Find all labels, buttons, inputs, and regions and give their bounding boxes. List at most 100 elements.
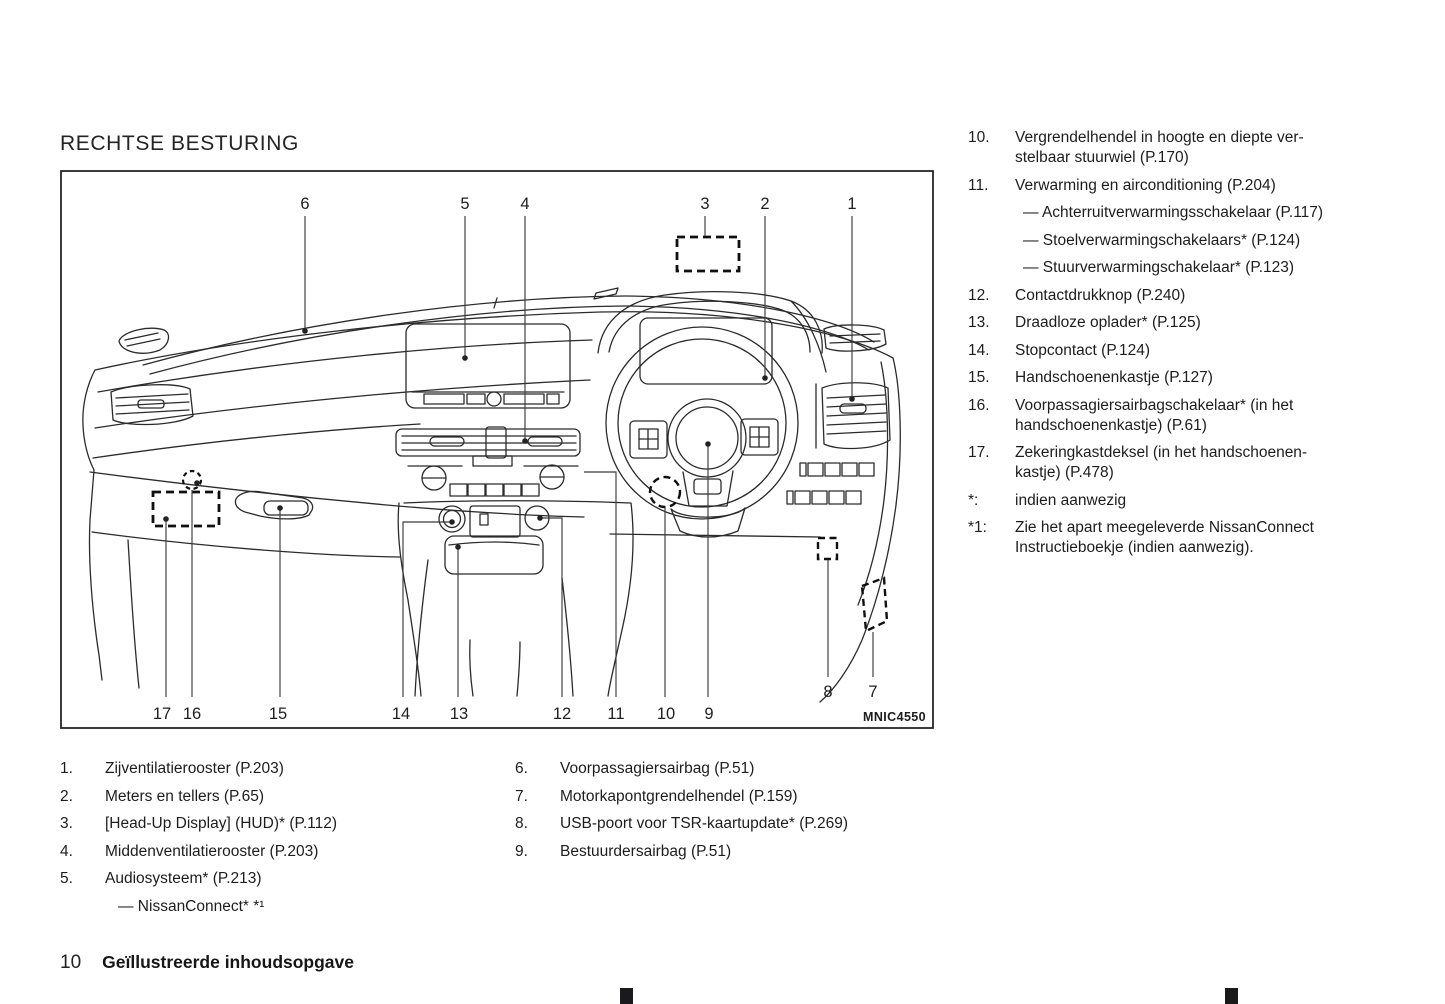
callout-anchor-dots <box>163 328 855 550</box>
hud-dashed-box <box>675 235 741 273</box>
legend-item-number: 13. <box>968 314 990 331</box>
callout-1: 1 <box>847 195 856 213</box>
dashboard-line-art <box>82 287 901 703</box>
legend-item-number: 1. <box>60 760 73 777</box>
callout-lines <box>165 216 874 697</box>
legend-item-text: Middenventilatierooster (P.203) <box>105 842 319 860</box>
legend-item-text: Handschoenenkastje (P.127) <box>1015 369 1213 386</box>
legend-note-text: Zie het apart meegeleverde NissanConnect… <box>1015 519 1314 556</box>
legend-item: 5. Audiosysteem* (P.213) <box>60 869 505 889</box>
legend-item: 15. Handschoenenkastje (P.127) <box>968 368 1392 388</box>
legend-item: 12. Contactdrukknop (P.240) <box>968 286 1392 306</box>
usb-port-dashed-box <box>816 536 839 561</box>
legend-subitem: — Stuurverwarmingschakelaar* (P.123) <box>1023 259 1295 276</box>
callout-12: 12 <box>553 705 571 723</box>
hood-release-dashed-shape <box>860 576 889 633</box>
callout-16: 16 <box>183 705 201 723</box>
figure-border <box>60 170 934 729</box>
callout-7: 7 <box>868 683 877 701</box>
callout-9: 9 <box>704 705 713 723</box>
legend-item-text: Stopcontact (P.124) <box>1015 341 1150 359</box>
legend-item-text: Verwarming en airconditioning (P.204) <box>1015 176 1276 194</box>
legend-item-text: Zekeringkastdeksel (in het handschoenen-… <box>1015 444 1308 481</box>
legend-item-number: 4. <box>60 842 73 860</box>
legend-item-text: Voorpassagiersairbagschakelaar* (in het … <box>1015 396 1294 434</box>
legend-item-text: Contactdrukknop (P.240) <box>1015 286 1186 304</box>
legend-note-text: indien aanwezig <box>1015 491 1127 509</box>
callout-14: 14 <box>392 705 410 723</box>
callout-11: 11 <box>607 705 624 723</box>
legend-item: 2. Meters en tellers (P.65) <box>60 787 505 807</box>
callout-6: 6 <box>300 195 309 213</box>
legend-item-number: 15. <box>968 369 990 386</box>
legend-note-marker: *: <box>968 491 979 509</box>
print-registration-mark <box>1225 988 1238 1004</box>
legend-item: 14. Stopcontact (P.124) <box>968 341 1392 361</box>
legend-item: 9. Bestuurdersairbag (P.51) <box>515 842 955 862</box>
legend-item-text: Zijventilatierooster (P.203) <box>105 760 284 777</box>
legend-item: 11. Verwarming en airconditioning (P.204… <box>968 176 1392 196</box>
page-footer: 10 Geïllustreerde inhoudsopgave <box>60 952 354 974</box>
legend-item: 6. Voorpassagiersairbag (P.51) <box>515 759 955 779</box>
legend-item-text: Meters en tellers (P.65) <box>105 787 265 805</box>
legend-item-number: 9. <box>515 842 528 860</box>
legend-item-text: Bestuurdersairbag (P.51) <box>560 842 732 860</box>
legend-item-number: 16. <box>968 396 990 414</box>
legend-item: 1. Zijventilatierooster (P.203) <box>60 759 505 779</box>
page-number: 10 <box>60 952 82 973</box>
legend-item-text: Motorkapontgrendelhendel (P.159) <box>560 787 798 805</box>
legend-item-number: 11. <box>968 176 989 194</box>
airbag-switch-dashed-circle <box>181 469 203 491</box>
callout-17: 17 <box>153 705 171 723</box>
legend-item-number: 6. <box>515 760 528 777</box>
legend-item: 10. Vergrendelhendel in hoogte en diepte… <box>968 128 1392 168</box>
fusebox-dashed-box <box>151 490 221 528</box>
legend-item-number: 3. <box>60 815 73 832</box>
legend-item: 16. Voorpassagiersairbagschakelaar* (in … <box>968 396 1392 436</box>
legend-note-marker: *1: <box>968 519 987 536</box>
legend-list-middle: 6. Voorpassagiersairbag (P.51) 7. Motork… <box>515 759 955 869</box>
legend-item-number: 14. <box>968 341 990 359</box>
legend-item-number: 2. <box>60 787 73 805</box>
legend-item-text: Audiosysteem* (P.213) <box>105 870 262 887</box>
tilt-lever-dashed-circle <box>648 475 682 509</box>
figure-code: MNIC4550 <box>863 710 926 724</box>
legend-item: 13. Draadloze oplader* (P.125) <box>968 313 1392 333</box>
callout-5: 5 <box>460 195 469 213</box>
legend-item-number: 10. <box>968 129 990 146</box>
legend-note: *1: Zie het apart meegeleverde NissanCon… <box>968 518 1392 558</box>
legend-item-text: Voorpassagiersairbag (P.51) <box>560 760 755 777</box>
legend-subitem: — Stoelverwarmingschakelaars* (P.124) <box>1023 231 1301 249</box>
callout-4: 4 <box>520 195 529 213</box>
callout-13: 13 <box>450 705 468 723</box>
legend-subitem: — Achterruitverwarmingsschakelaar (P.117… <box>1023 204 1324 221</box>
legend-item: 3. [Head-Up Display] (HUD)* (P.112) <box>60 814 505 834</box>
legend-item-text: Vergrendelhendel in hoogte en diepte ver… <box>1015 129 1304 166</box>
callout-3: 3 <box>700 195 709 213</box>
legend-item-text: Draadloze oplader* (P.125) <box>1015 314 1201 331</box>
dashboard-figure: 6 5 4 3 2 1 17 16 15 14 13 12 11 10 9 8 … <box>60 170 935 730</box>
legend-item-number: 7. <box>515 787 528 805</box>
callout-15: 15 <box>269 705 287 723</box>
legend-note: *: indien aanwezig <box>968 491 1392 511</box>
legend-item: 4. Middenventilatierooster (P.203) <box>60 842 505 862</box>
legend-subitem: — NissanConnect* *¹ <box>118 897 265 915</box>
callout-8: 8 <box>823 683 832 701</box>
section-title: Geïllustreerde inhoudsopgave <box>102 952 355 972</box>
legend-item-text: [Head-Up Display] (HUD)* (P.112) <box>105 815 338 832</box>
print-registration-mark <box>620 988 633 1004</box>
legend-item: 17. Zekeringkastdeksel (in het handschoe… <box>968 443 1392 483</box>
callout-10: 10 <box>657 705 675 723</box>
legend-item-number: 8. <box>515 815 528 832</box>
legend-item-number: 5. <box>60 870 73 887</box>
legend-item-text: USB-poort voor TSR-kaartupdate* (P.269) <box>560 815 849 832</box>
legend-item-number: 12. <box>968 286 990 304</box>
legend-item-number: 17. <box>968 444 990 461</box>
page-title: RECHTSE BESTURING <box>60 132 299 155</box>
legend-item: 8. USB-poort voor TSR-kaartupdate* (P.26… <box>515 814 955 834</box>
dashboard-diagram: 6 5 4 3 2 1 17 16 15 14 13 12 11 10 9 8 … <box>60 170 934 729</box>
callout-2: 2 <box>760 195 769 213</box>
legend-list-right: 10. Vergrendelhendel in hoogte en diepte… <box>968 128 1392 566</box>
legend-list-left: 1. Zijventilatierooster (P.203) 2. Meter… <box>60 759 505 924</box>
legend-item: 7. Motorkapontgrendelhendel (P.159) <box>515 787 955 807</box>
